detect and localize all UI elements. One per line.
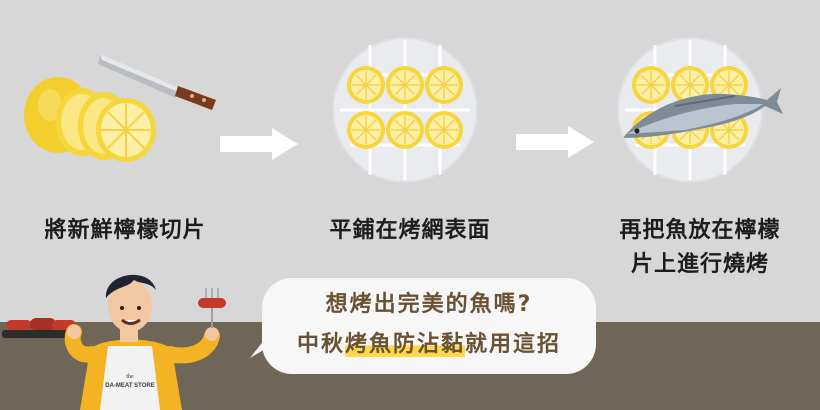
arrow-right-icon <box>516 126 594 158</box>
lemon-slice-icon <box>425 66 463 104</box>
lemon-slice-icon <box>386 111 424 149</box>
grill-with-fish-illustration <box>617 37 783 183</box>
arrow-right-icon <box>220 128 298 160</box>
tray-icon <box>2 318 80 338</box>
step-1-text: 將新鮮檸檬切片 <box>44 218 206 243</box>
bubble-question: 想烤出完美的魚嗎? <box>325 292 533 317</box>
apron-brand-text: DA-MEAT STORE <box>105 383 154 389</box>
bubble-tip-suffix: 就用這招 <box>465 332 562 357</box>
lemon-slice-icon <box>347 111 385 149</box>
step-2-text: 平鋪在烤網表面 <box>329 218 491 243</box>
lemon-slice-icon <box>347 66 385 104</box>
step-3-label: 再把魚放在檸檬 片上進行燒烤 <box>590 214 810 282</box>
step-2-label: 平鋪在烤網表面 <box>300 214 520 248</box>
lemon-slice-icon <box>425 111 463 149</box>
grill-with-lemons-illustration <box>332 37 478 183</box>
step-1-label: 將新鮮檸檬切片 <box>20 214 230 248</box>
fork-sausage-icon <box>198 288 226 328</box>
fish-icon <box>623 88 783 138</box>
step-3-line-1: 再把魚放在檸檬 <box>619 218 781 243</box>
lemon-knife-illustration <box>24 54 216 162</box>
step-3-line-2: 片上進行燒烤 <box>630 252 769 277</box>
lemon-slice-icon <box>671 66 709 104</box>
apron-top-text: the <box>126 374 134 380</box>
lemon-slices <box>56 88 156 162</box>
bubble-tip-highlight: 烤魚防沾黏 <box>344 332 465 357</box>
bubble-tip-prefix: 中秋 <box>296 332 345 357</box>
lemon-slice-icon <box>386 66 424 104</box>
bubble-tip: 中秋烤魚防沾黏就用這招 <box>262 326 596 358</box>
knife-icon <box>98 54 216 110</box>
lemon-slice-icon <box>632 66 670 104</box>
speech-bubble: 想烤出完美的魚嗎? 中秋烤魚防沾黏就用這招 <box>262 278 596 374</box>
chef-character-illustration: the DA-MEAT STORE <box>2 274 226 410</box>
